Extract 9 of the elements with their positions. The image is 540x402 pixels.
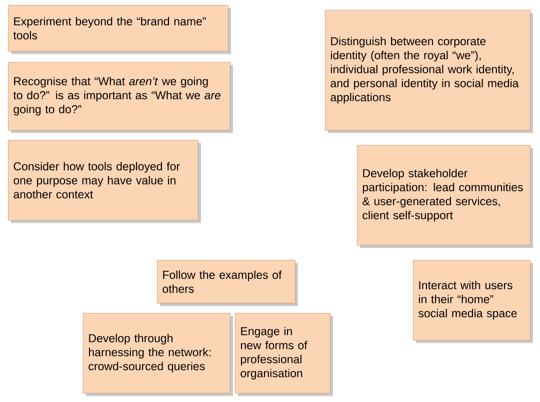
text-box: Recognise that “What aren’t we going to do?” is as important as “What we are going to do?” bbox=[8, 62, 233, 133]
text-box: Consider how tools deployed for one purpose may have value in another context bbox=[8, 140, 201, 223]
text-box: Distinguish between corporate identity (often the royal “we”), individual professional work identity, and personal identity in social media applications bbox=[325, 10, 533, 133]
text-box: Engage in new forms of professional organisation bbox=[235, 313, 333, 396]
text-box: Develop stakeholder participation: lead communities & user-generated services, client self-support bbox=[357, 145, 533, 248]
text-box: Experiment beyond the “brand name” tools bbox=[8, 5, 231, 54]
text-box: Interact with users in their “home” social media space bbox=[413, 260, 533, 343]
text-box: Develop through harnessing the network: crowd-sourced queries bbox=[83, 313, 233, 396]
text-box: Follow the examples of others bbox=[157, 260, 298, 306]
